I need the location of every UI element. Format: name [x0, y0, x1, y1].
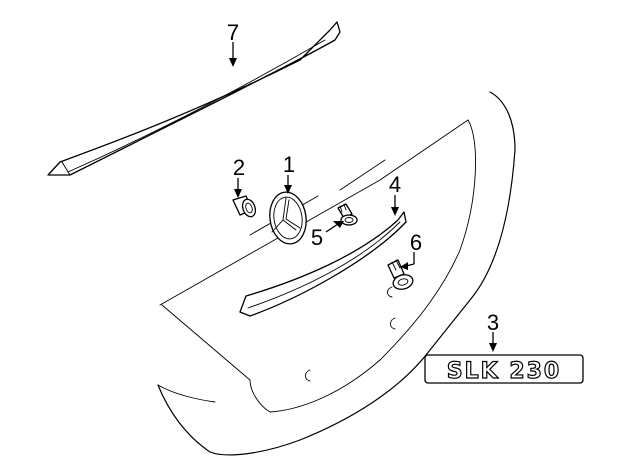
badge-text: SLK 230 [447, 359, 562, 384]
callout-3: 3 [487, 310, 499, 335]
part-5-fastener [337, 203, 358, 226]
callout-1: 1 [283, 152, 295, 177]
part-7-spoiler-strip [47, 21, 341, 176]
part-2-grommet [232, 195, 257, 218]
callout-2: 2 [233, 155, 245, 180]
callout-4: 4 [389, 172, 401, 197]
callout-labels: 7 2 1 4 5 6 3 [227, 20, 499, 335]
part-4-trim-strip [239, 211, 407, 317]
trunk-lid [157, 91, 516, 456]
callout-6: 6 [410, 230, 422, 255]
callout-arrows [229, 42, 497, 352]
part-3-badge: SLK 230 [424, 354, 584, 385]
part-6-clip [387, 259, 414, 290]
callout-5: 5 [311, 225, 323, 250]
part-1-star-emblem [269, 191, 307, 245]
callout-7: 7 [227, 20, 239, 45]
